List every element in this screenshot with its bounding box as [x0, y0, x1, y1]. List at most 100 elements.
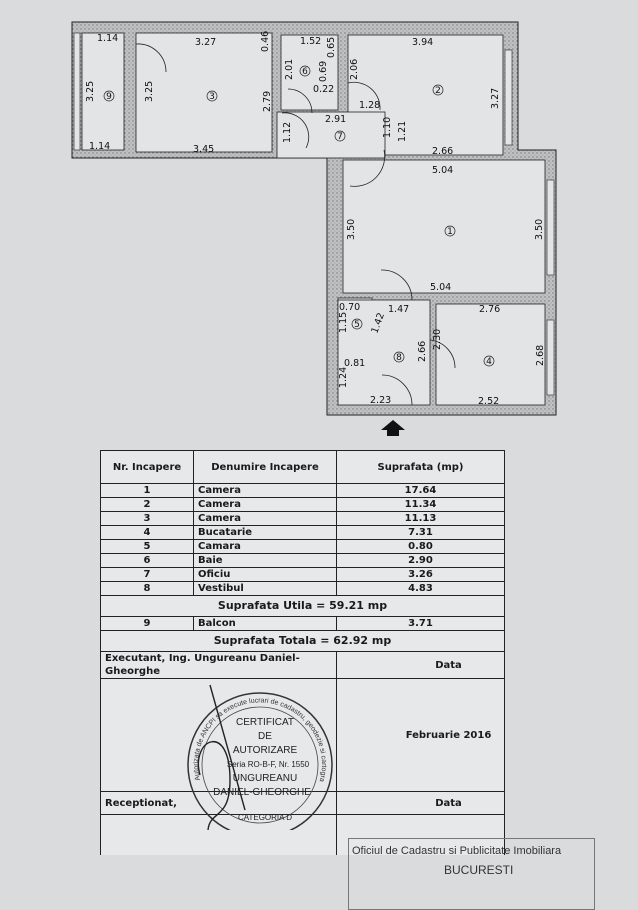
floor-plan: 1 2 3 4 5 6 7 8 9 1.14 3.27 0.46 1.52 0.…	[71, 21, 557, 436]
total-area: Suprafata Totala = 62.92 mp	[100, 630, 505, 652]
room-name: Vestibul	[193, 581, 337, 596]
room-4	[435, 303, 546, 406]
dimension: 1.52	[300, 36, 321, 47]
header-name: Denumire Incapere	[193, 450, 337, 484]
stamp-text: DANIEL-GHEORGHE	[213, 787, 311, 798]
dimension: 1.14	[89, 141, 110, 152]
window	[73, 32, 81, 151]
room-7	[276, 111, 386, 159]
dimension: 0.70	[339, 302, 360, 313]
dimension: 2.76	[479, 304, 500, 315]
date-label-2: Data	[336, 791, 505, 815]
receptionat-label: Receptionat,	[100, 791, 337, 815]
room-area: 0.80	[336, 539, 505, 554]
window	[546, 319, 555, 396]
date-value: Februarie 2016	[336, 678, 505, 792]
dimension: 1.21	[397, 121, 408, 142]
dimension: 5.04	[430, 282, 451, 293]
stamp-text: CATEGORIA D	[238, 813, 292, 822]
room-name: Camera	[193, 497, 337, 512]
dimension: 3.45	[193, 144, 214, 155]
room-number: 2	[435, 86, 441, 96]
dimension: 1.24	[338, 367, 349, 388]
room-9	[81, 32, 125, 151]
dimension: 1.10	[382, 117, 393, 138]
entrance-arrow-icon	[381, 420, 405, 436]
stamp-text: DE	[258, 731, 272, 742]
dimension: 2.66	[432, 146, 453, 157]
dimension: 2.23	[370, 395, 391, 406]
room-area: 3.71	[336, 616, 505, 631]
stamp-text: AUTORIZARE	[233, 745, 298, 756]
dimension: 1.28	[359, 100, 380, 111]
dimension: 1.14	[97, 33, 118, 44]
authorization-stamp: Autorizata de ANCPI sa execute lucrari d…	[170, 680, 333, 830]
dimension: 1.12	[282, 122, 293, 143]
room-area: 17.64	[336, 483, 505, 498]
room-name: Bucatarie	[193, 525, 337, 540]
room-nr: 8	[100, 581, 194, 596]
dimension: 2.30	[432, 329, 443, 350]
room-number: 6	[302, 67, 308, 77]
dimension: 0.65	[326, 37, 337, 58]
room-area: 7.31	[336, 525, 505, 540]
room-area: 11.34	[336, 497, 505, 512]
stamp-text: CERTIFICAT	[236, 717, 294, 728]
signature	[197, 684, 246, 830]
room-number: 5	[354, 320, 360, 330]
room-number: 7	[337, 132, 343, 142]
ocpi-text: BUCURESTI	[444, 863, 514, 877]
dimension: 2.66	[417, 341, 428, 362]
receptionat-signature	[100, 814, 337, 855]
room-area-table: Nr. Incapere Denumire Incapere Suprafata…	[100, 450, 505, 855]
dimension: 2.52	[478, 396, 499, 407]
dimension: 3.25	[85, 81, 96, 102]
door-swings	[135, 43, 456, 406]
dimension: 2.01	[284, 59, 295, 80]
dimension: 3.94	[412, 37, 433, 48]
window	[546, 179, 555, 276]
stamp-text: UNGUREANU	[233, 773, 297, 784]
dimension: 1.15	[338, 312, 349, 333]
dimension: 2.79	[262, 91, 273, 112]
room-1	[342, 159, 546, 294]
stamp-text: Seria RO-B-F, Nr. 1550	[227, 760, 310, 769]
header-area: Suprafata (mp)	[336, 450, 505, 484]
dimension: 3.25	[144, 81, 155, 102]
executant-label: Executant, Ing. Ungureanu Daniel-Gheorgh…	[100, 651, 337, 679]
receptionat-date	[336, 814, 505, 855]
room-number: 9	[106, 92, 112, 102]
room-nr: 3	[100, 511, 194, 526]
dimension: 3.27	[490, 88, 501, 109]
dimension: 2.91	[325, 114, 346, 125]
room-number: 4	[486, 357, 492, 367]
window	[504, 49, 513, 146]
room-name: Camara	[193, 539, 337, 554]
ocpi-stamp: Oficiul de Cadastru si Publicitate Imobi…	[348, 838, 595, 910]
room-name: Oficiu	[193, 567, 337, 582]
room-nr: 7	[100, 567, 194, 582]
room-area: 11.13	[336, 511, 505, 526]
room-name: Camera	[193, 511, 337, 526]
usable-area: Suprafata Utila = 59.21 mp	[100, 595, 505, 617]
ocpi-text: Oficiul de Cadastru si Publicitate Imobi…	[352, 845, 562, 857]
room-8	[337, 299, 431, 406]
room-nr: 2	[100, 497, 194, 512]
room-numbers	[103, 65, 495, 367]
room-number: 8	[396, 353, 402, 363]
room-nr: 5	[100, 539, 194, 554]
signature-area	[100, 678, 337, 792]
dimension: 2.68	[535, 345, 546, 366]
room-area: 4.83	[336, 581, 505, 596]
dimension: 0.81	[344, 358, 365, 369]
room-nr: 1	[100, 483, 194, 498]
dimension: 3.50	[534, 219, 545, 240]
